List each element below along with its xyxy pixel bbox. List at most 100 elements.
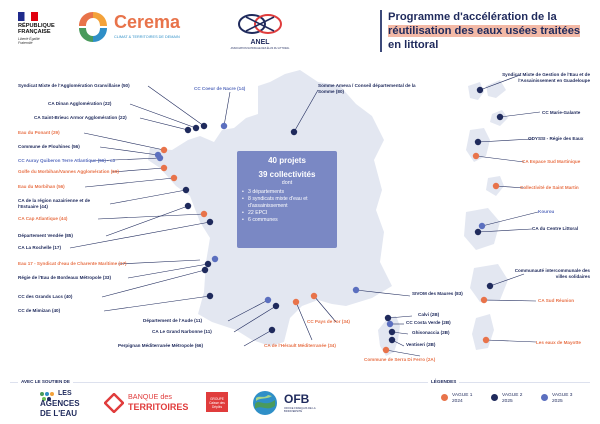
legend-item-vague3: VAGUE 3 2025 bbox=[541, 393, 572, 405]
dot-mimizan[interactable] bbox=[206, 292, 214, 300]
legend-dot-icon bbox=[441, 394, 448, 401]
dot-granville[interactable] bbox=[200, 122, 208, 130]
cerema-logo: Cerema CLIMAT & TERRITOIRES DE DEMAIN bbox=[76, 10, 196, 44]
label-centrelittoral: CA du Centre Littoral bbox=[532, 226, 579, 231]
dot-communautesolidaires[interactable] bbox=[486, 282, 494, 290]
label-capatlantique: CA Cap Atlantique (44) bbox=[18, 216, 68, 221]
legend-label: VAGUE 2 bbox=[502, 393, 523, 398]
footer-divider bbox=[10, 382, 590, 383]
legend-label: VAGUE 1 bbox=[452, 393, 473, 398]
dot-vendee[interactable] bbox=[184, 202, 192, 210]
label-communautesolidaires: Communauté intercommunale des villes sol… bbox=[514, 268, 590, 279]
ofb-globe-icon bbox=[253, 391, 277, 415]
dot-guadeloupe[interactable] bbox=[476, 86, 484, 94]
label-maures: SIVOM des Maures (83) bbox=[412, 291, 463, 296]
label-costaverde: CC Costa Verde (2B) bbox=[406, 320, 451, 325]
stats-box: 40 projets 39 collectivités dont 3 dépar… bbox=[237, 151, 337, 248]
stats-item: 6 communes bbox=[242, 217, 337, 224]
stats-projets: 40 projets bbox=[268, 156, 306, 165]
label-mayotte: Les eaux de Mayotte bbox=[536, 340, 581, 345]
label-plouhinec: Commune de Plouhinec (56) bbox=[18, 144, 80, 149]
label-rochelle: CA La Rochelle (17) bbox=[18, 245, 61, 250]
dot-auray[interactable] bbox=[156, 154, 164, 162]
rf-logo: RÉPUBLIQUE FRANÇAISE Liberté Égalité Fra… bbox=[18, 12, 68, 52]
label-auray: CC Auray Quiberon Terre Atlantique (56) … bbox=[18, 158, 116, 163]
dot-dinan[interactable] bbox=[192, 124, 200, 132]
dot-nazairienne[interactable] bbox=[182, 186, 190, 194]
ofb-logo: OFB OFFICE FRANÇAIS DE LA BIODIVERSITÉ bbox=[252, 390, 342, 418]
marianne-icon bbox=[18, 12, 38, 21]
dot-calvi[interactable] bbox=[384, 314, 392, 322]
title-line3: en littoral bbox=[388, 39, 439, 51]
dot-paysdefor[interactable] bbox=[310, 292, 318, 300]
agences-line2: AGENCES bbox=[40, 399, 80, 408]
dot-eaumorbihan[interactable] bbox=[170, 174, 178, 182]
legend-item-vague2: VAGUE 2 2025 bbox=[491, 393, 523, 405]
dot-stmartin[interactable] bbox=[492, 182, 500, 190]
label-mimizan: CC de Mimizan (40) bbox=[18, 308, 61, 313]
dot-maures[interactable] bbox=[352, 286, 360, 294]
dot-stbrieuc[interactable] bbox=[184, 126, 192, 134]
leader-lines bbox=[69, 74, 541, 357]
dot-charente[interactable] bbox=[211, 255, 219, 263]
stats-item: 8 syndicats mixte d'eau et d'assainissem… bbox=[242, 196, 337, 210]
label-guadeloupe: Syndicat Mixte de Gestion de l'Eau et de… bbox=[502, 72, 590, 83]
dot-aude[interactable] bbox=[264, 296, 272, 304]
dot-capatlantique[interactable] bbox=[200, 210, 208, 218]
label-odyssi: ODYSSI - Régie des Eaux bbox=[528, 136, 584, 141]
title-line1: Programme d'accélération de la bbox=[388, 11, 557, 23]
dot-rochelle[interactable] bbox=[206, 218, 214, 226]
label-stmartin: Collectivité de Saint Martin bbox=[520, 185, 579, 190]
dot-serradiferro[interactable] bbox=[382, 346, 390, 354]
dot-odyssi[interactable] bbox=[474, 138, 482, 146]
dot-casudreunion[interactable] bbox=[480, 296, 488, 304]
dot-mariegalante[interactable] bbox=[496, 113, 504, 121]
anel-logo: ANEL ASSOCIATION NATIONALE DES ÉLUS DU L… bbox=[228, 10, 292, 54]
label-charente: Eau 17 - Syndicat d'eau de Charente Mari… bbox=[18, 261, 127, 266]
ofb-tagline: OFFICE FRANÇAIS DE LA BIODIVERSITÉ bbox=[284, 407, 316, 414]
anel-tagline: ASSOCIATION NATIONALE DES ÉLUS DU LITTOR… bbox=[230, 47, 290, 50]
legend-year: 2025 bbox=[502, 398, 513, 404]
label-nacre: CC Coeur de Nacre (14) bbox=[194, 86, 246, 91]
dot-narbonne[interactable] bbox=[272, 302, 280, 310]
guadeloupe-shape bbox=[468, 80, 506, 100]
dot-ghisonaccia[interactable] bbox=[388, 328, 396, 336]
dot-espacesud[interactable] bbox=[472, 152, 480, 160]
label-aude: Département de l'Aude (11) bbox=[143, 318, 203, 323]
mayotte-shape bbox=[472, 314, 494, 350]
dot-centrelittoral[interactable] bbox=[474, 228, 482, 236]
agences-dots-icon bbox=[40, 392, 56, 401]
corsica-shape bbox=[378, 316, 400, 356]
label-perpignan: Perpignan Méditerranée Métropole (66) bbox=[118, 343, 204, 348]
banque-mark-icon bbox=[104, 393, 124, 413]
legend-year: 2024 bbox=[452, 398, 463, 404]
label-grandslacs: CC des Grands Lacs (40) bbox=[18, 294, 73, 299]
label-serradiferro: Commune de Serra Di Ferro (2A) bbox=[364, 357, 436, 362]
dot-nacre[interactable] bbox=[220, 122, 228, 130]
dot-costaverde[interactable] bbox=[386, 320, 394, 328]
label-nazairienne: CA de la région nazairienne et de l'Estu… bbox=[18, 198, 91, 209]
dot-kourou[interactable] bbox=[478, 222, 486, 230]
dot-somme[interactable] bbox=[290, 128, 298, 136]
title-highlight: réutilisation des eaux usées traitées bbox=[388, 25, 581, 37]
dot-ventiseri[interactable] bbox=[388, 336, 396, 344]
rf-line1: RÉPUBLIQUE bbox=[18, 23, 55, 29]
dot-ponant[interactable] bbox=[160, 146, 168, 154]
support-title: AVEC LE SOUTIEN DE bbox=[18, 379, 73, 384]
label-ventiseri: Ventiseri (2B) bbox=[406, 342, 436, 347]
dot-perpignan[interactable] bbox=[268, 326, 276, 334]
agences-logo: LES AGENCES DE L'EAU bbox=[40, 390, 106, 418]
dot-grandslacs[interactable] bbox=[201, 266, 209, 274]
anel-knot-icon bbox=[238, 14, 282, 34]
page-title: Programme d'accélération de la réutilisa… bbox=[380, 10, 598, 52]
dot-herault[interactable] bbox=[292, 298, 300, 306]
dot-golfe[interactable] bbox=[160, 164, 168, 172]
dot-mayotte[interactable] bbox=[482, 336, 490, 344]
legend-item-vague1: VAGUE 1 2024 bbox=[441, 393, 473, 405]
banque-logo: BANQUE des TERRITOIRES GROUPE Caisse des… bbox=[104, 390, 234, 418]
agences-line3: DE L'EAU bbox=[40, 409, 78, 418]
legend-year: 2025 bbox=[552, 398, 563, 404]
legend-dot-icon bbox=[541, 394, 548, 401]
label-herault: CA de l'Hérault Méditerranée (34) bbox=[264, 343, 336, 348]
dot-bordeaux[interactable] bbox=[204, 260, 212, 268]
